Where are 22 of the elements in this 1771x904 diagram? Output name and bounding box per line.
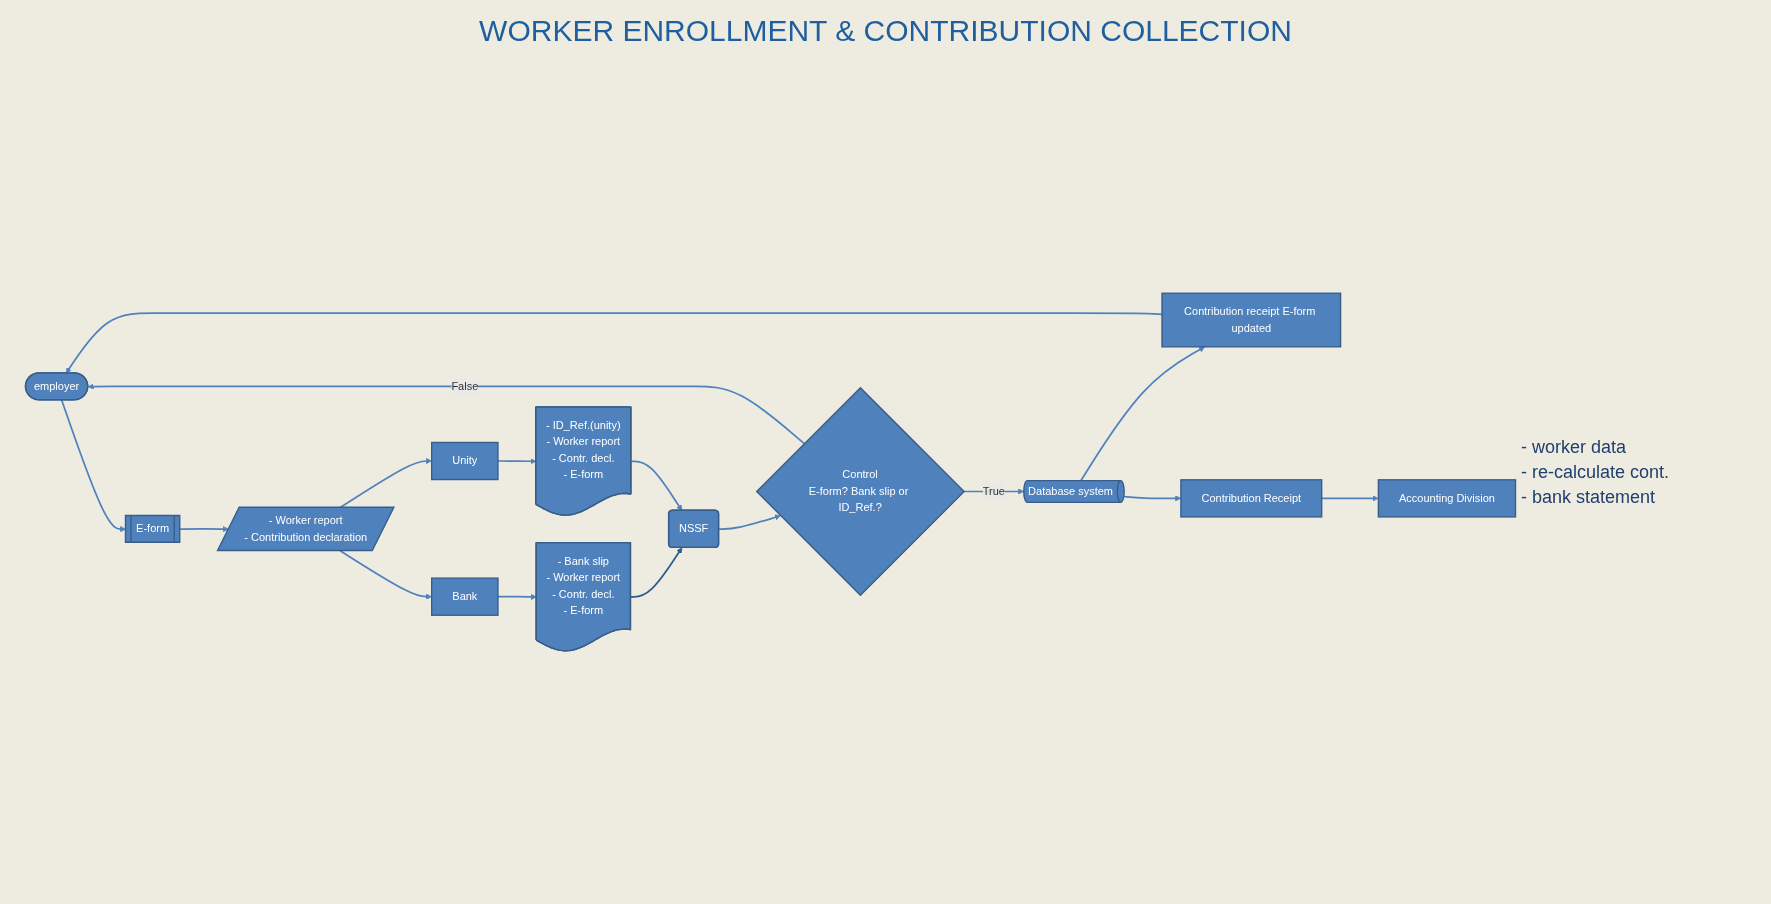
edge-label: False (451, 380, 479, 392)
arrow (87, 383, 806, 445)
arrow (179, 526, 229, 533)
arrow (718, 514, 781, 531)
note-text: - bank statement (1521, 486, 1657, 508)
node-text: Database system (1028, 485, 1113, 497)
arrow (60, 399, 127, 533)
edge-label: True (982, 485, 1005, 497)
node-box: Contribution Receipt (1180, 479, 1323, 518)
node-box: Contribution receipt E-form updated (1161, 292, 1342, 348)
node-box: Bank (431, 577, 499, 616)
arrow (629, 547, 683, 598)
arrow (497, 593, 537, 600)
note-text: - worker data (1521, 436, 1628, 458)
arrow (630, 460, 683, 511)
arrow (1079, 346, 1205, 482)
node-box: Accounting Division (1377, 479, 1517, 518)
node-diamond: Control E-form? Bank slip or ID_Ref.? (755, 386, 966, 597)
node-box: Unity (431, 441, 499, 481)
title: WORKER ENROLLMENT & CONTRIBUTION COLLECTION (478, 14, 1293, 48)
note-text: - re-calculate cont. (1521, 461, 1671, 483)
arrow (497, 458, 537, 465)
